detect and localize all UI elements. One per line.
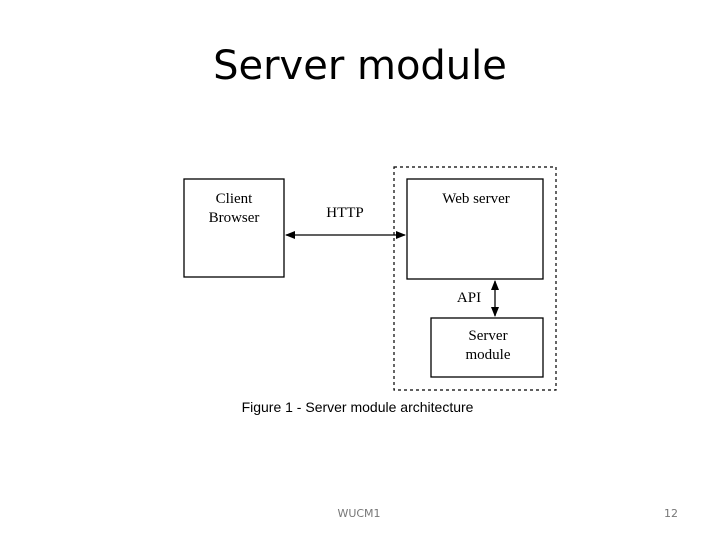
client-browser-box [183, 178, 285, 278]
server-module-box [430, 317, 544, 378]
web-server-box [406, 178, 544, 280]
page-number: 12 [664, 507, 678, 520]
api-label: API [457, 290, 481, 306]
server-boundary [393, 166, 557, 391]
web-server-label: Web server [442, 191, 510, 207]
footer-label: WUCM1 [337, 507, 381, 520]
figure-caption: Figure 1 - Server module architecture [241, 399, 474, 415]
client-label-line2: Browser [209, 210, 260, 226]
http-label: HTTP [326, 205, 364, 221]
server-module-line1: Server [468, 328, 507, 344]
client-label-line1: Client [216, 191, 253, 207]
server-module-line2: module [466, 347, 511, 363]
slide-title: Server module [213, 43, 507, 89]
